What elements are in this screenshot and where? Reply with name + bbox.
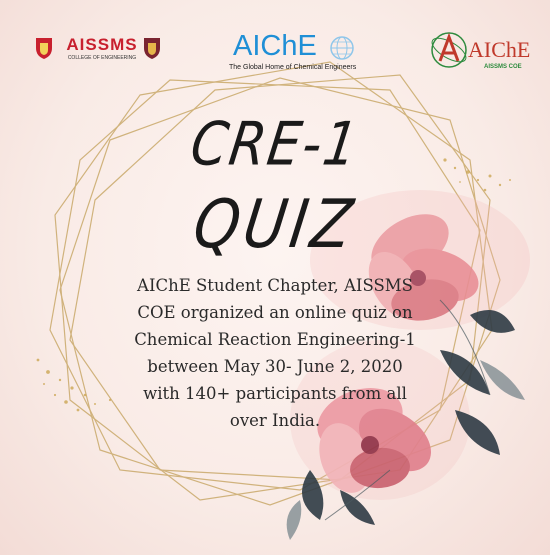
description-line: Chemical Reaction Engineering-1 [134,330,416,349]
aiche-logo: AIChE The Global Home of Chemical Engine… [225,30,375,76]
crest-icon [36,38,52,59]
description-line: with 140+ participants from all [143,384,407,403]
chapter-logo: AIChE AISSMS COE [424,27,532,75]
crest-icon [144,38,160,59]
description-line: COE organized an online quiz on [137,303,413,322]
lower-flower [317,388,432,493]
chapter-wordmark: AIChE [468,37,531,62]
description-line: between May 30- June 2, 2020 [147,357,403,376]
chapter-subtitle: AISSMS COE [484,64,522,70]
aissms-name: AISSMS [66,35,138,54]
aiche-wordmark: AIChE [233,30,317,62]
description-line: AIChE Student Chapter, AISSMS [137,276,413,295]
aiche-tagline: The Global Home of Chemical Engineers [229,64,357,71]
quiz-description: AIChE Student Chapter, AISSMS COE organi… [120,272,430,434]
globe-icon [330,36,354,60]
quiz-title-line2: QUIZ [189,184,361,264]
upper-flower [368,214,479,321]
aissms-subtitle: COLLEGE OF ENGINEERING [67,55,137,61]
quiz-title-line1: CRE-1 [186,110,364,180]
description-line: over India. [229,411,321,430]
aissms-logo: AISSMS COLLEGE OF ENGINEERING [30,34,170,74]
chapter-emblem-icon [431,32,467,68]
